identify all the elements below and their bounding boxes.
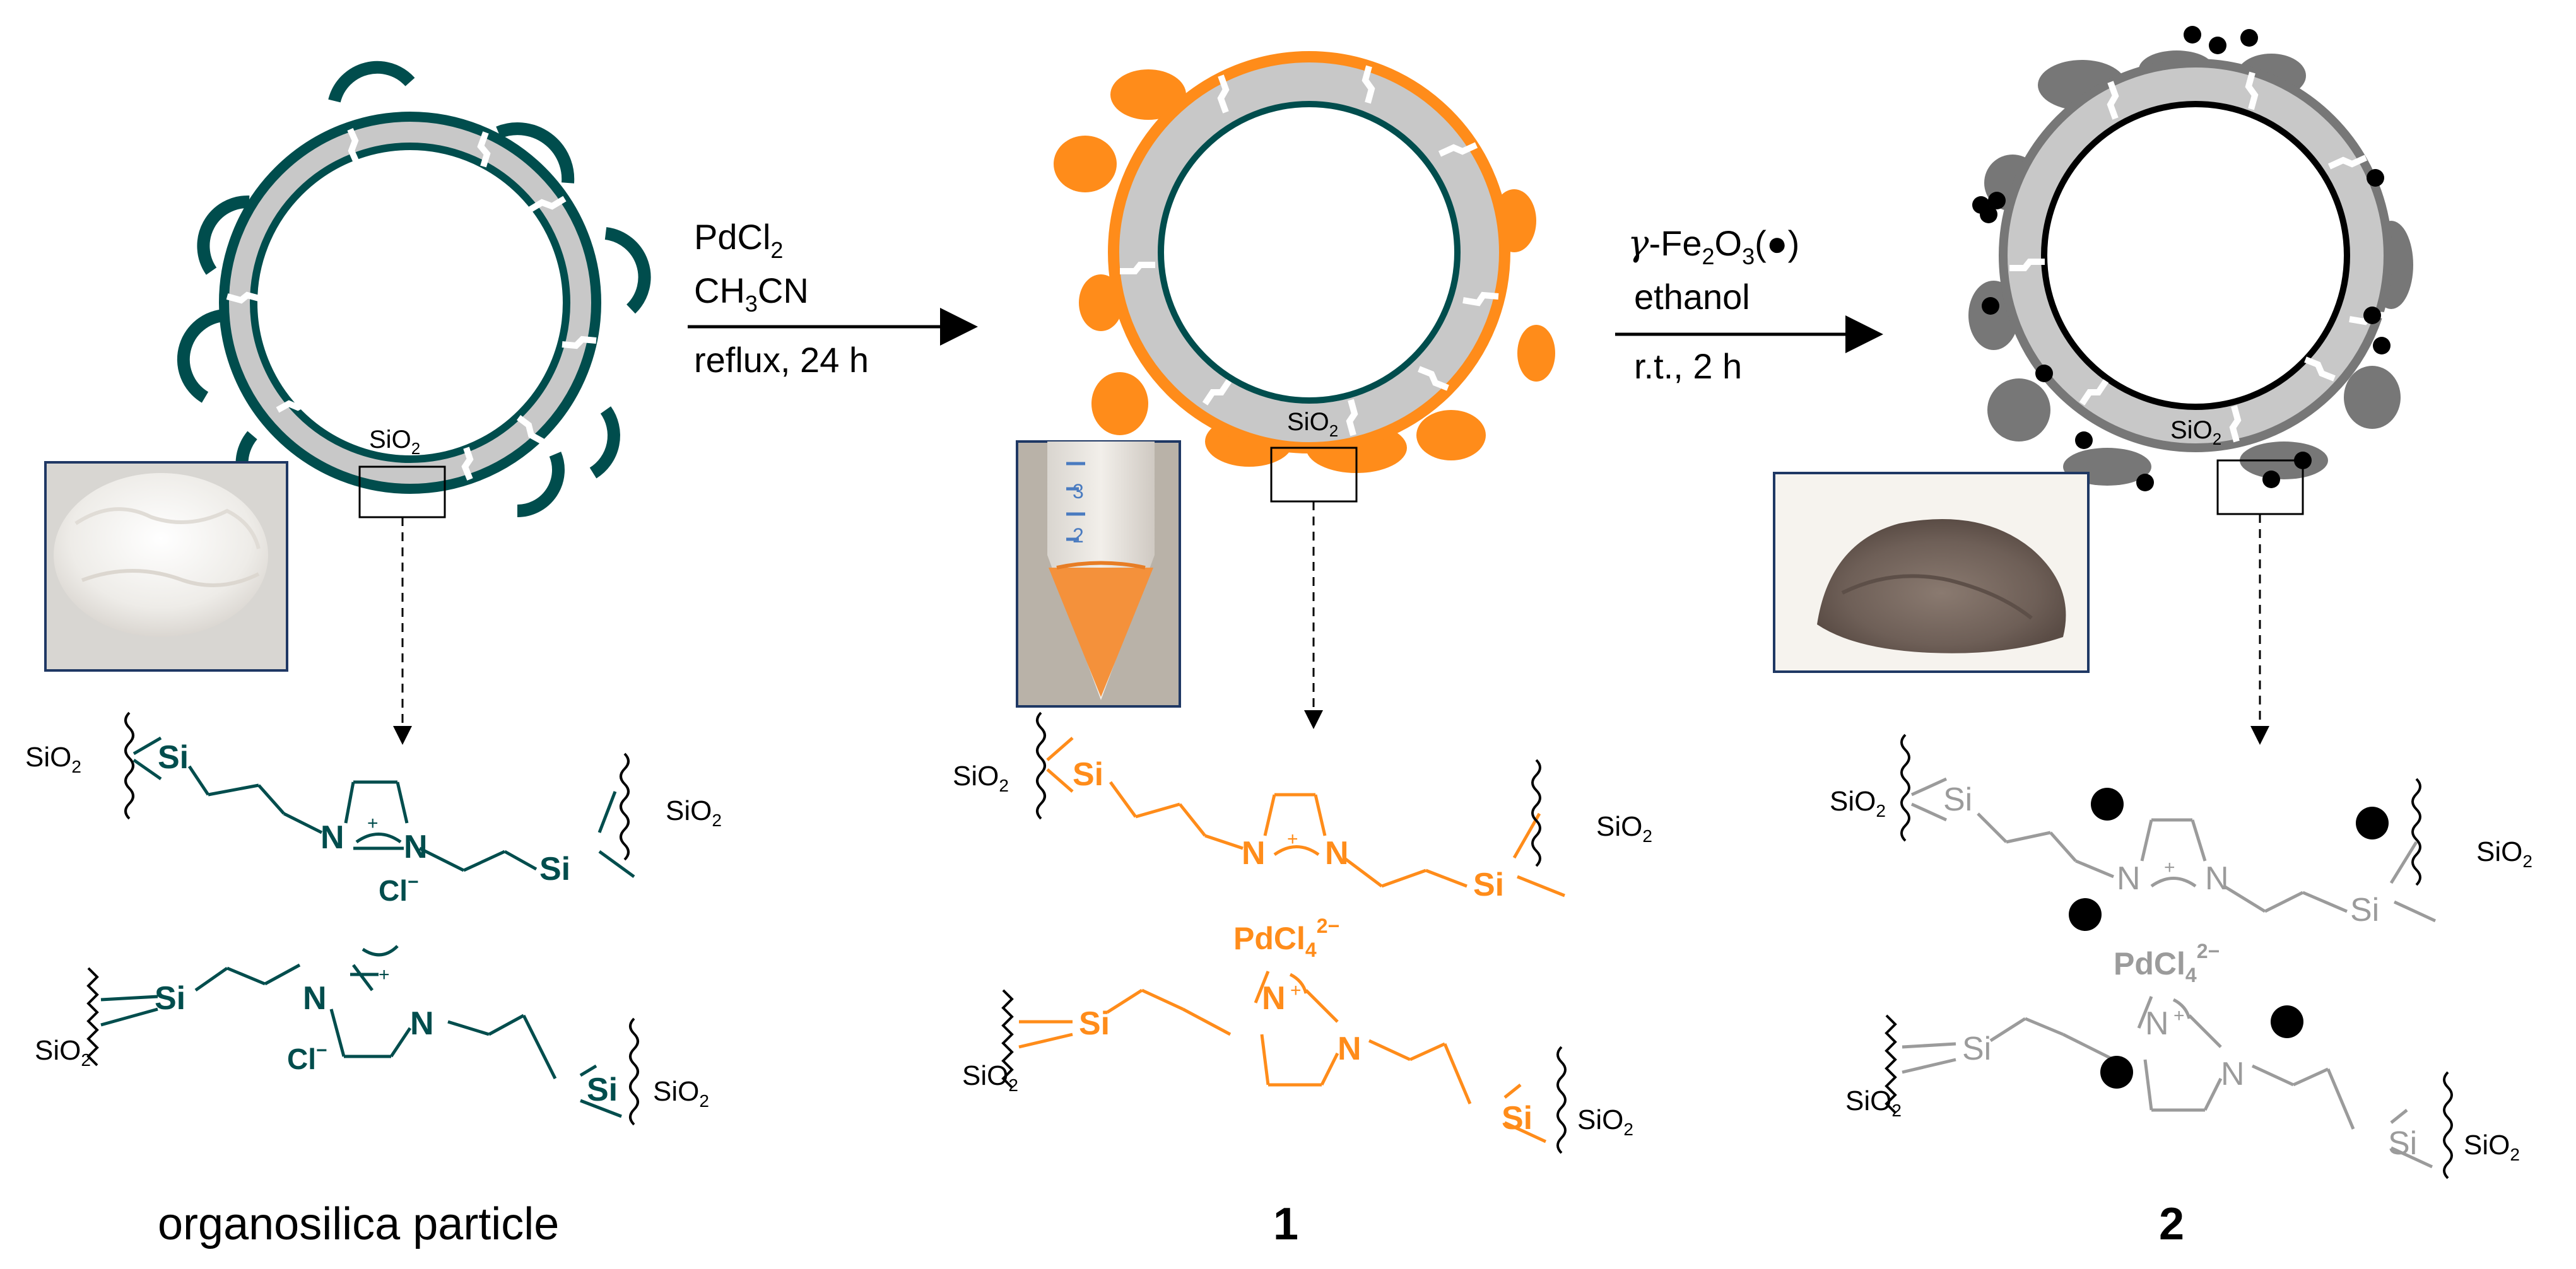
structure-orange-upper-text: SiO2 Si N + N Si SiO2 PdCl42− <box>953 756 1652 961</box>
orange-vial-photo: 3 2 <box>1016 440 1181 708</box>
svg-text:Si: Si <box>1079 1005 1110 1042</box>
svg-text:Si: Si <box>1073 756 1103 793</box>
svg-text:N: N <box>2145 1005 2169 1042</box>
svg-text:Cl−: Cl− <box>379 872 419 907</box>
silica-label-1: SiO2 <box>1287 408 1338 440</box>
svg-text:N: N <box>303 980 327 1017</box>
svg-text:SiO2: SiO2 <box>25 742 81 776</box>
svg-text:N: N <box>2205 860 2229 897</box>
svg-text:N: N <box>1325 835 1349 872</box>
reaction-arrow-2: γ-Fe2O3(●) ethanol r.t., 2 h <box>1615 223 1883 386</box>
svg-text:N: N <box>2117 860 2141 897</box>
reaction-arrow-1: PdCl2 CH3CN reflux, 24 h <box>688 217 978 380</box>
iron-oxide-dots-lower <box>2100 1005 2303 1089</box>
svg-text:γ-Fe2O3(●): γ-Fe2O3(●) <box>1628 223 1799 269</box>
svg-text:SiO2: SiO2 <box>2170 416 2221 448</box>
svg-text:+: + <box>1287 829 1298 850</box>
svg-text:N: N <box>1262 980 1286 1017</box>
svg-text:SiO2: SiO2 <box>653 1076 709 1111</box>
svg-text:N: N <box>404 829 428 865</box>
svg-text:Si: Si <box>2350 892 2379 928</box>
label-compound-1: 1 <box>1273 1199 1298 1249</box>
svg-text:+: + <box>2164 857 2175 878</box>
svg-text:SiO2: SiO2 <box>369 426 420 458</box>
structure-orange-lower-text: Si SiO2 N + N Si SiO2 <box>962 980 1633 1139</box>
svg-text:SiO2: SiO2 <box>2464 1130 2520 1164</box>
svg-text:SiO2: SiO2 <box>1596 811 1652 846</box>
svg-text:3: 3 <box>1073 480 1084 503</box>
organosilica-particle-ring: SiO2 <box>177 61 651 745</box>
svg-text:reflux, 24 h: reflux, 24 h <box>694 340 869 380</box>
svg-text:+: + <box>367 813 379 834</box>
label-organosilica-particle: organosilica particle <box>158 1199 559 1249</box>
svg-text:Si: Si <box>2388 1125 2417 1162</box>
svg-text:SiO2: SiO2 <box>1577 1104 1633 1139</box>
svg-text:Si: Si <box>1473 867 1504 903</box>
fe-pd-particle-ring: SiO2 <box>1968 26 2413 745</box>
svg-text:PdCl42−: PdCl42− <box>2114 940 2220 986</box>
structure-gray-upper-text: SiO2 Si N + N Si SiO2 PdCl42− <box>1830 781 2532 986</box>
svg-text:N: N <box>2221 1056 2245 1092</box>
white-powder-photo <box>44 461 288 672</box>
svg-text:N: N <box>1242 835 1266 872</box>
svg-text:N: N <box>410 1005 434 1042</box>
svg-text:PdCl42−: PdCl42− <box>1233 915 1339 961</box>
silica-label-2: SiO2 <box>2170 416 2221 448</box>
svg-text:Si: Si <box>158 739 189 776</box>
structure-orange-lower <box>1001 971 1567 1154</box>
pd-particle-ring: SiO2 <box>1054 51 1555 729</box>
svg-text:Si: Si <box>539 851 570 887</box>
svg-text:Si: Si <box>1502 1100 1532 1137</box>
svg-text:SiO2: SiO2 <box>962 1060 1018 1095</box>
svg-text:N: N <box>1338 1031 1362 1067</box>
svg-text:+: + <box>2173 1005 2185 1026</box>
structure-teal-lower <box>86 945 639 1126</box>
svg-text:Si: Si <box>155 980 185 1017</box>
svg-text:Si: Si <box>1943 781 1972 818</box>
svg-text:Si: Si <box>1962 1031 1991 1067</box>
structure-orange-upper <box>1036 711 1565 898</box>
svg-text:N: N <box>321 819 344 856</box>
brown-powder-photo <box>1773 472 2090 673</box>
svg-text:Cl−: Cl− <box>287 1040 327 1075</box>
structure-teal-upper <box>124 711 635 879</box>
structure-teal-lower-text: Si SiO2 N + N Cl− Si SiO2 <box>35 964 709 1111</box>
svg-text:Si: Si <box>587 1072 618 1108</box>
structure-gray-lower-text: Si SiO2 N + N Si SiO2 <box>1845 1005 2520 1164</box>
svg-text:SiO2: SiO2 <box>35 1035 91 1070</box>
svg-text:SiO2: SiO2 <box>953 761 1009 795</box>
label-compound-2: 2 <box>2159 1199 2184 1249</box>
structure-teal-upper-text: SiO2 Si N + N Si SiO2 Cl− <box>25 739 722 907</box>
iron-oxide-dots-upper <box>2069 788 2389 931</box>
silica-label-0: SiO2 <box>369 426 420 458</box>
svg-text:+: + <box>379 964 390 985</box>
svg-text:PdCl2: PdCl2 <box>694 217 783 263</box>
structure-gray-lower <box>1885 996 2453 1179</box>
svg-text:ethanol: ethanol <box>1634 277 1750 317</box>
svg-text:SiO2: SiO2 <box>1287 408 1338 440</box>
svg-text:r.t., 2 h: r.t., 2 h <box>1634 346 1742 386</box>
svg-text:SiO2: SiO2 <box>1845 1085 1902 1120</box>
svg-text:SiO2: SiO2 <box>666 795 722 830</box>
structure-gray-upper <box>1900 734 2437 923</box>
svg-text:+: + <box>1290 980 1302 1001</box>
svg-text:2: 2 <box>1073 524 1084 547</box>
svg-text:CH3CN: CH3CN <box>694 271 809 317</box>
svg-text:SiO2: SiO2 <box>2476 836 2532 871</box>
svg-text:SiO2: SiO2 <box>1830 786 1886 821</box>
